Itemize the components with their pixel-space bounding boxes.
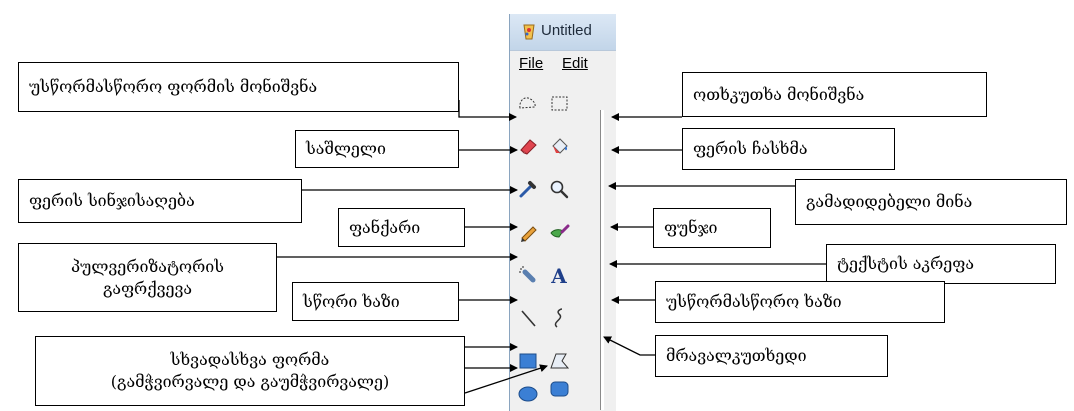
callout-fill: ფერის ჩასხმა <box>682 128 895 170</box>
callout-shapes-label-2: (გამჭვირვალე და გაუმჭვირვალე) <box>110 372 390 391</box>
callout-brush: ფუნჯი <box>653 208 771 248</box>
rectangle-icon[interactable] <box>517 350 539 372</box>
callout-eraser-label: საშლელი <box>306 139 386 159</box>
callout-curve-label: უსწორმასწორო ხაზი <box>666 292 842 312</box>
paint-app-icon <box>521 23 537 45</box>
callout-magnifier-label: გამადიდებელი მინა <box>806 192 973 212</box>
menu-bar: File Edit <box>510 50 616 77</box>
magnifier-icon[interactable] <box>548 178 570 200</box>
callout-text: ტექსტის აკრეფა <box>826 244 1056 284</box>
callout-free-select: უსწორმასწორო ფორმის მონიშვნა <box>18 62 459 112</box>
title-bar: Untitled <box>510 14 616 50</box>
callout-brush-label: ფუნჯი <box>664 218 718 238</box>
callout-pencil: ფანქარი <box>338 208 465 247</box>
brush-icon[interactable] <box>548 221 570 243</box>
polygon-icon[interactable] <box>548 350 570 372</box>
paint-bucket-icon[interactable] <box>548 135 570 157</box>
line-icon[interactable] <box>517 307 539 329</box>
curve-icon[interactable] <box>548 307 570 329</box>
menu-file[interactable]: File <box>519 55 544 72</box>
callout-airbrush-label-1: პულვერიზატორის <box>71 256 224 276</box>
rounded-rectangle-icon[interactable] <box>548 378 570 400</box>
callout-airbrush: პულვერიზატორის გაფრქვევა <box>18 243 277 312</box>
callout-shapes: სხვადასხვა ფორმა (გამჭვირვალე და გაუმჭვი… <box>35 336 465 406</box>
rect-select-icon[interactable] <box>548 92 570 114</box>
callout-color-picker: ფერის სინჯისაღება <box>18 179 302 223</box>
canvas-edge <box>600 110 604 410</box>
callout-magnifier: გამადიდებელი მინა <box>795 179 1067 225</box>
paint-window: Untitled File Edit <box>509 14 616 411</box>
callout-shapes-label-1: სხვადასხვა ფორმა <box>170 350 330 370</box>
ellipse-icon[interactable] <box>517 382 539 404</box>
callout-line-label: სწორი ხაზი <box>303 291 400 311</box>
callout-free-select-label: უსწორმასწორო ფორმის მონიშვნა <box>29 77 318 97</box>
callout-line: სწორი ხაზი <box>292 282 459 321</box>
callout-fill-label: ფერის ჩასხმა <box>693 139 808 159</box>
callout-text-label: ტექსტის აკრეფა <box>837 254 974 274</box>
menu-edit[interactable]: Edit <box>562 55 588 72</box>
tool-box: A <box>510 76 616 411</box>
eraser-icon[interactable] <box>517 135 539 157</box>
callout-polygon-label: მრავალკუთხედი <box>666 346 807 366</box>
callout-pencil-label: ფანქარი <box>349 217 421 237</box>
callout-airbrush-label-2: გაფრქვევა <box>102 278 193 298</box>
callout-color-picker-label: ფერის სინჯისაღება <box>29 191 195 211</box>
callout-curve: უსწორმასწორო ხაზი <box>655 281 945 323</box>
window-title: Untitled <box>541 22 592 39</box>
airbrush-icon[interactable] <box>517 264 539 286</box>
callout-eraser: საშლელი <box>295 130 459 168</box>
callout-rect-select-label: ოთხკუთხა მონიშვნა <box>693 84 865 104</box>
svg-text:A: A <box>550 264 567 286</box>
text-icon[interactable]: A <box>548 264 570 288</box>
callout-polygon: მრავალკუთხედი <box>655 335 888 377</box>
free-select-icon[interactable] <box>517 92 539 114</box>
callout-rect-select: ოთხკუთხა მონიშვნა <box>682 72 987 117</box>
eyedropper-icon[interactable] <box>517 178 539 200</box>
pencil-icon[interactable] <box>517 221 539 243</box>
